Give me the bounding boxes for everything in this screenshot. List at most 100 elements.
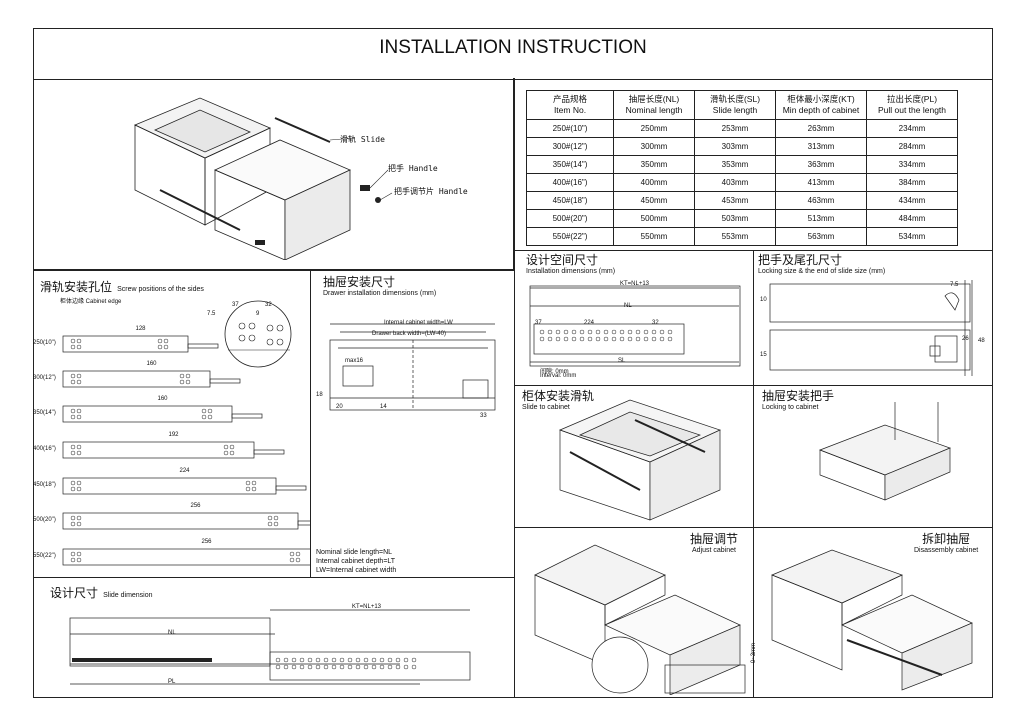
slide-to-cabinet-drawing — [559, 399, 721, 521]
spec-table-cell: 300#(12") — [526, 137, 614, 156]
spec-table-cell: 563mm — [775, 227, 867, 246]
screw-row-dim: 256 — [201, 539, 212, 545]
spec-table-cell: 250mm — [613, 119, 695, 138]
screw-positions-caption: 滑轨安装孔位 Screw positions of the sides — [40, 280, 204, 294]
screw-row-size: 250(10") — [33, 340, 56, 346]
space-dims-drawing — [529, 285, 741, 367]
dim-37: 37 — [232, 302, 239, 308]
spec-table-cell: 500mm — [613, 209, 695, 228]
slide-nl-label: NL — [168, 630, 176, 636]
lock-dim-7-5: 7.5 — [950, 282, 959, 288]
locking-handle-caption: 抽屉安装把手 Locking to cabinet — [762, 389, 835, 411]
column-divider — [514, 78, 515, 698]
spec-table-cell: 234mm — [866, 119, 958, 138]
spec-table-cell: 413mm — [775, 173, 867, 192]
lock-dim-10: 10 — [760, 297, 767, 303]
header-pull-out: 拉出长度(PL)Pull out the length — [866, 90, 958, 120]
spec-table-cell: 253mm — [694, 119, 776, 138]
spec-table-cell: 384mm — [866, 173, 958, 192]
spec-table-cell: 434mm — [866, 191, 958, 210]
exploded-view-panel — [33, 78, 514, 270]
spec-table-cell: 550#(22") — [526, 227, 614, 246]
drawer-dims-caption: 抽屉安装尺寸 Drawer installation dimensions (m… — [323, 275, 437, 297]
screw-row: 250(10") 128 — [33, 326, 308, 360]
spec-table-cell: 484mm — [866, 209, 958, 228]
screw-row-slide — [62, 441, 285, 459]
screw-row-dim: 192 — [168, 432, 179, 438]
screw-row-slide — [62, 370, 241, 388]
row-divider-left-1 — [33, 270, 514, 271]
spec-table-cell: 453mm — [694, 191, 776, 210]
drawer-dims-drawing — [329, 323, 496, 411]
spec-table-cell: 503mm — [694, 209, 776, 228]
screw-row: 350(14")160 — [33, 396, 308, 430]
max16-label: max16 — [345, 358, 364, 364]
screw-detail-circle — [224, 300, 292, 368]
screw-row-slide — [62, 335, 219, 353]
space-dim-37: 37 — [535, 320, 542, 326]
space-interval-label: Interval: 0mm — [540, 373, 577, 379]
screw-row-slide — [62, 512, 311, 530]
screw-row-size: 450(18") — [33, 482, 56, 488]
dim-9: 9 — [256, 311, 260, 317]
space-nl-label: NL — [624, 303, 632, 309]
drawer-notes: Nominal slide length=NL Internal cabinet… — [316, 549, 397, 574]
dim-7-5: 7.5 — [207, 311, 216, 317]
spec-table-cell: 463mm — [775, 191, 867, 210]
screw-row-slide — [62, 405, 263, 423]
screw-row: 300(12")160 — [33, 361, 308, 395]
disassembly-drawing — [771, 549, 973, 691]
inner-width-label: Internal cabinet width=LW — [384, 320, 453, 326]
screw-row-slide — [62, 477, 307, 495]
dim-14: 14 — [380, 404, 387, 410]
spec-table-cell: 400mm — [613, 173, 695, 192]
slide-pl-label: PL — [168, 679, 176, 685]
space-dim-32: 32 — [652, 320, 659, 326]
spec-table-cell: 513mm — [775, 209, 867, 228]
screw-row: 550(22")256 — [33, 539, 311, 573]
header-slide-length: 滑轨长度(SL)Slide length — [694, 90, 776, 120]
dim-18: 18 — [316, 392, 323, 398]
screw-row-dim: 160 — [146, 361, 157, 367]
adjuster-part-label: 把手调节片 Handle — [394, 187, 468, 196]
dim-32: 32 — [265, 302, 272, 308]
spec-table-cell: 534mm — [866, 227, 958, 246]
row-divider-left-2 — [33, 577, 514, 578]
spec-table-cell: 400#(16") — [526, 173, 614, 192]
dim-33: 33 — [480, 413, 487, 419]
screw-row-slide — [62, 548, 311, 566]
slide-part-label: 滑轨 Slide — [340, 135, 385, 144]
spec-table-cell: 250#(10") — [526, 119, 614, 138]
screw-row: 500(20")256 — [33, 503, 311, 537]
screw-row-dim: 128 — [135, 326, 146, 332]
spec-table-cell: 353mm — [694, 155, 776, 174]
spec-table-cell: 263mm — [775, 119, 867, 138]
dim-20: 20 — [336, 404, 343, 410]
space-dim-224: 224 — [584, 320, 595, 326]
lock-dim-15: 15 — [760, 352, 767, 358]
lock-dim-48: 48 — [978, 338, 985, 344]
slide-to-cabinet-caption: 柜体安装滑轨 Slide to cabinet — [522, 389, 595, 411]
spec-table-cell: 303mm — [694, 137, 776, 156]
slide-dimension-caption: 设计尺寸 Slide dimension — [50, 586, 153, 600]
space-kt-label: KT=NL+13 — [620, 281, 650, 287]
screw-row-size: 500(20") — [33, 517, 56, 523]
screw-row-dim: 224 — [179, 468, 190, 474]
space-sl-label: SL — [618, 358, 626, 364]
screw-row: 450(18") 224 — [33, 468, 308, 502]
handle-part-label: 把手 Handle — [388, 164, 438, 173]
lock-dim-26: 26 — [962, 336, 969, 342]
space-gap-label: 间隙: 0mm — [540, 369, 569, 375]
spec-table-cell: 284mm — [866, 137, 958, 156]
adjust-caption: 抽屉调节 Adjust cabinet — [690, 532, 739, 554]
disassembly-caption: 拆卸抽屉 Disassembly cabinet — [914, 532, 979, 554]
page-title: INSTALLATION INSTRUCTION — [34, 29, 992, 80]
